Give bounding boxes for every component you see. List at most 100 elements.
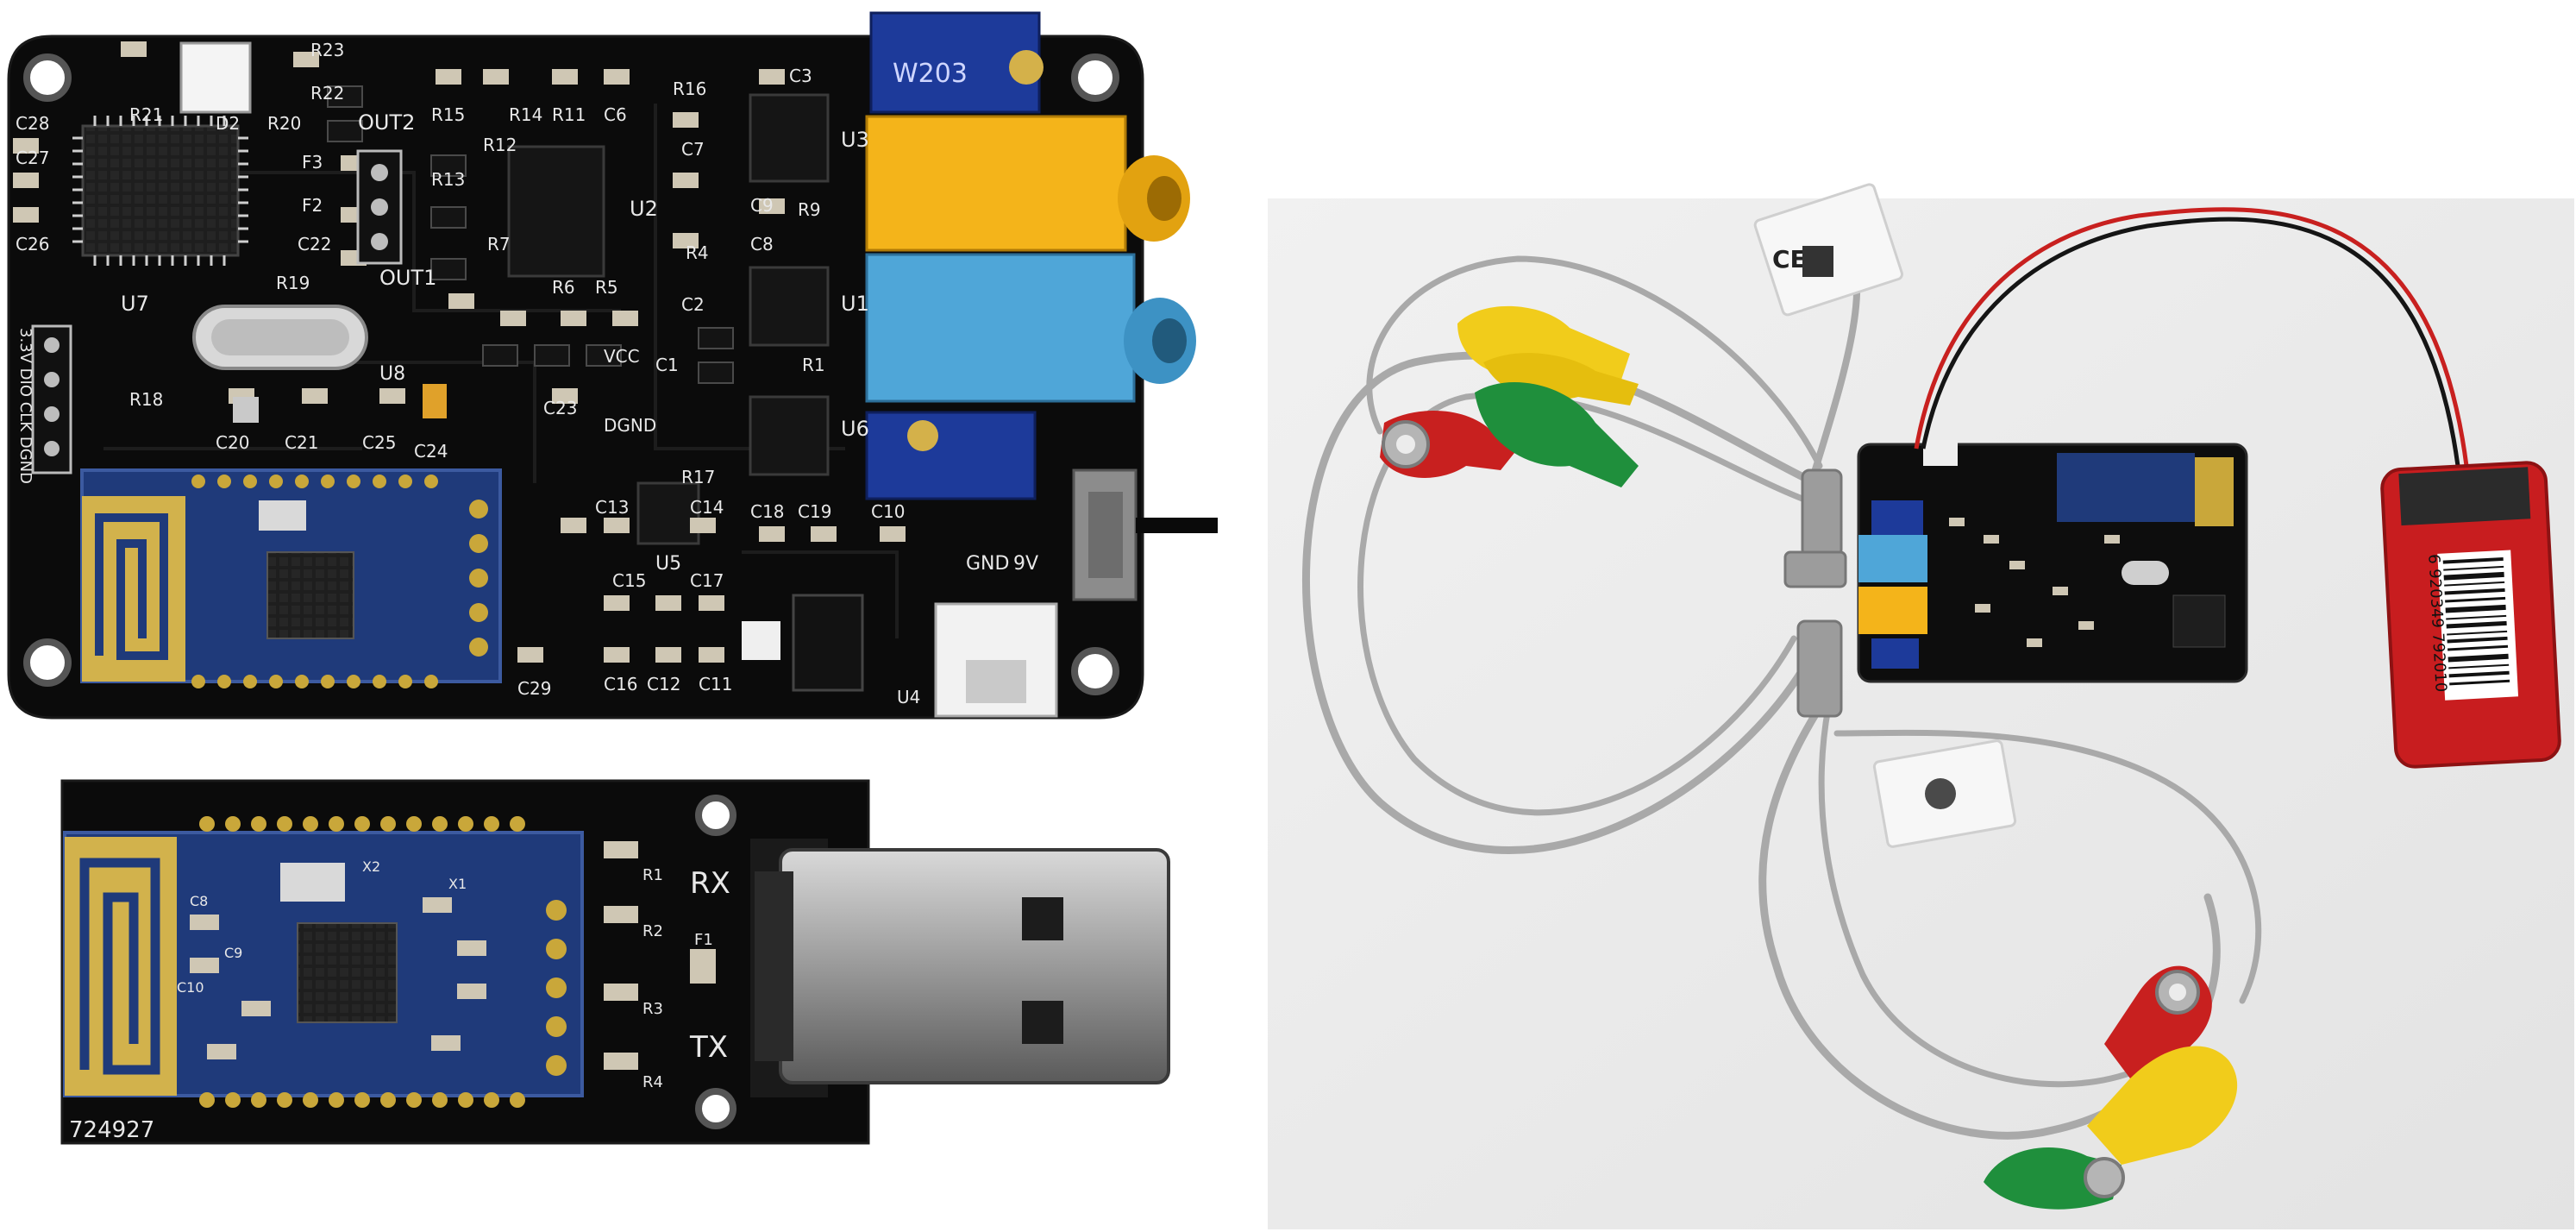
silk-u5: U5 <box>655 553 681 575</box>
potentiometer-top: W203 <box>869 11 1044 114</box>
silk-dongle-r2: R2 <box>642 922 663 940</box>
ce-mark: CE <box>1772 245 1807 273</box>
silk-c1: C1 <box>655 355 679 375</box>
lead-connectors <box>1783 468 1847 718</box>
silk-r11: R11 <box>552 104 586 125</box>
silk-c12: C12 <box>647 674 680 695</box>
silk-tx: TX <box>689 1030 728 1065</box>
silk-f3: F3 <box>302 152 323 173</box>
silk-c8: C8 <box>750 234 774 255</box>
opamp-chips <box>507 93 830 545</box>
silk-dongle-r4: R4 <box>642 1073 663 1091</box>
silk-c29: C29 <box>517 678 551 699</box>
pin-header-2 <box>356 149 403 265</box>
nine-volt-battery: 6 920349 792010 <box>2380 461 2561 769</box>
silk-c27: C27 <box>16 148 49 168</box>
led-d2 <box>179 41 252 114</box>
silk-r16: R16 <box>673 79 706 99</box>
silk-c21: C21 <box>285 432 318 453</box>
smd-components <box>13 41 906 663</box>
silk-dongle-c9: C9 <box>224 945 242 961</box>
potentiometer-bottom <box>865 411 1037 500</box>
silk-u1: U1 <box>841 292 869 316</box>
silk-r6: R6 <box>552 277 575 298</box>
silk-c11: C11 <box>699 674 732 695</box>
silk-c10: C10 <box>871 501 905 522</box>
silk-c6: C6 <box>604 104 627 125</box>
silk-f2: F2 <box>302 195 323 216</box>
silk-c7: C7 <box>681 139 705 160</box>
dongle-silkscreen: RX TX R1 R2 R3 R4 F1 C8 C10 C9 X2 X1 724… <box>69 858 730 1143</box>
silk-r22: R22 <box>310 83 344 104</box>
silk-dongle-x1: X1 <box>448 876 467 892</box>
silk-c20: C20 <box>216 432 249 453</box>
crystal-oscillator <box>192 305 368 370</box>
silk-r15: R15 <box>431 104 465 125</box>
silk-c18: C18 <box>750 501 784 522</box>
silk-r7: R7 <box>487 234 511 255</box>
silk-c26: C26 <box>16 234 49 255</box>
silk-r4: R4 <box>686 242 709 263</box>
silk-r21: R21 <box>129 104 163 125</box>
silk-c3: C3 <box>789 66 812 86</box>
silk-d2: D2 <box>216 113 240 134</box>
electrode-yellow-bottom <box>2087 1046 2238 1165</box>
silk-r17: R17 <box>681 467 715 487</box>
silk-c13: C13 <box>595 497 629 518</box>
silk-c9: C9 <box>750 195 774 216</box>
ecg-kit-photo: CE <box>1268 183 2574 1229</box>
silk-r19: R19 <box>276 273 310 293</box>
silk-dongle-x2: X2 <box>362 858 380 875</box>
cable-tag-bottom <box>1872 739 2017 848</box>
silk-r14: R14 <box>509 104 542 125</box>
audio-jack-blue <box>865 253 1196 403</box>
silk-c24: C24 <box>414 441 448 462</box>
silk-r5: R5 <box>595 277 618 298</box>
board-silkscreen: C28 C27 C26 R21 R23 R22 D2 R20 OUT2 R15 … <box>16 40 1038 707</box>
silk-u7: U7 <box>121 292 149 316</box>
silk-r13: R13 <box>431 169 465 190</box>
silk-r18: R18 <box>129 389 163 410</box>
silk-dongle-c8: C8 <box>190 893 208 909</box>
silk-c17: C17 <box>690 570 724 591</box>
silk-dongle-r3: R3 <box>642 1000 663 1018</box>
silk-r23: R23 <box>310 40 344 60</box>
power-switch <box>1072 468 1218 601</box>
silk-dgnd: DGND <box>604 415 656 436</box>
button-white <box>742 621 780 660</box>
silk-dongle-r1: R1 <box>642 866 663 884</box>
regulator <box>792 594 864 692</box>
silk-r1: R1 <box>802 355 825 375</box>
usb-a-plug <box>750 839 1170 1097</box>
silk-vcc: VCC <box>604 346 640 367</box>
silk-c2: C2 <box>681 294 705 315</box>
main-sensor-board: W203 C28 <box>7 11 1218 720</box>
dongle-resistors <box>604 841 716 1070</box>
usb-bluetooth-dongle: RX TX R1 R2 R3 R4 F1 C8 C10 C9 X2 X1 724… <box>60 779 1170 1145</box>
silk-out1: OUT1 <box>379 266 436 290</box>
electrode-red-top <box>1380 411 1518 478</box>
silk-r9: R9 <box>798 199 821 220</box>
electrode-green-bottom <box>1984 1147 2125 1210</box>
mounting-holes <box>23 53 1119 695</box>
silk-c14: C14 <box>690 497 724 518</box>
barcode: 6 920349 792010 <box>2424 550 2519 701</box>
silk-u6: U6 <box>841 417 869 441</box>
silk-u8: U8 <box>379 363 405 385</box>
battery-connector <box>934 602 1058 718</box>
audio-jack-yellow <box>865 115 1190 252</box>
dongle-holes <box>695 795 736 1129</box>
silk-c23: C23 <box>543 398 577 418</box>
silk-u3: U3 <box>841 128 869 152</box>
silk-r12: R12 <box>483 135 517 155</box>
silk-dongle-serial: 724927 <box>69 1117 154 1143</box>
silk-rx: RX <box>690 866 730 901</box>
bluetooth-module-main <box>80 468 502 688</box>
silk-dongle-f1: F1 <box>694 931 713 949</box>
cable-tag-top: CE <box>1753 183 1903 317</box>
silk-c19: C19 <box>798 501 831 522</box>
silk-c16: C16 <box>604 674 637 695</box>
silk-c22: C22 <box>298 234 331 255</box>
silk-u2: U2 <box>630 197 658 221</box>
